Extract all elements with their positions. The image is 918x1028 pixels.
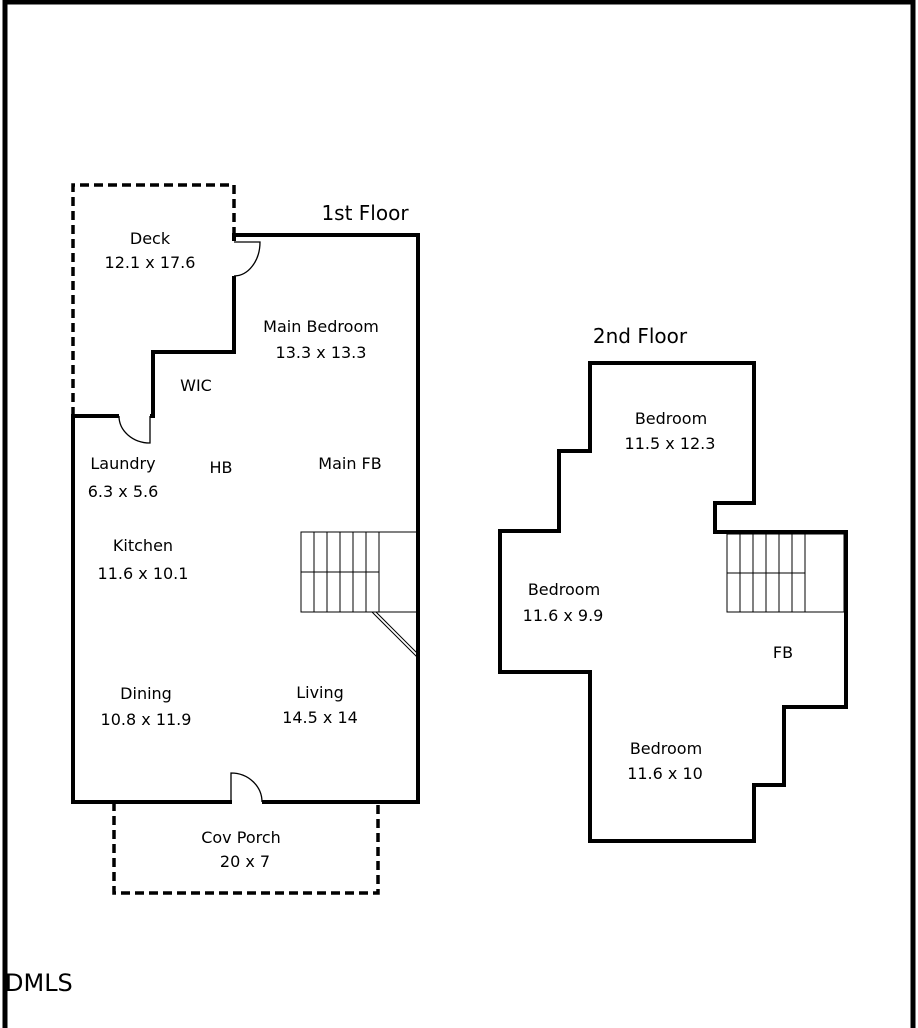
cov-porch-dims: 20 x 7 — [220, 852, 270, 871]
living-name: Living — [296, 683, 344, 702]
deck-dims: 12.1 x 17.6 — [105, 253, 196, 272]
living-dims: 14.5 x 14 — [282, 708, 358, 727]
cov-porch-name: Cov Porch — [201, 828, 281, 847]
second-floor-walls — [498, 361, 848, 843]
kitchen-name: Kitchen — [113, 536, 173, 555]
bedroom-top-name: Bedroom — [635, 409, 707, 428]
bedroom-left-dims: 11.6 x 9.9 — [523, 606, 604, 625]
second-floor-plan: 2nd Floor Bedroom 11.5 x 12.3 Bedroom 11… — [498, 324, 848, 843]
main-fb-name: Main FB — [318, 454, 381, 473]
bedroom-bottom-name: Bedroom — [630, 739, 702, 758]
dining-dims: 10.8 x 11.9 — [101, 710, 192, 729]
deck-door-swing — [233, 241, 261, 277]
bedroom-bottom-dims: 11.6 x 10 — [627, 764, 703, 783]
hb-name: HB — [209, 458, 232, 477]
fb-name: FB — [773, 643, 793, 662]
porch-outline — [112, 802, 380, 895]
first-floor-staircase — [300, 531, 419, 659]
main-bedroom-dims: 13.3 x 13.3 — [276, 343, 367, 362]
second-floor-title: 2nd Floor — [593, 324, 688, 348]
laundry-dims: 6.3 x 5.6 — [88, 482, 159, 501]
laundry-name: Laundry — [90, 454, 155, 473]
deck-outline — [71, 183, 236, 416]
main-bedroom-name: Main Bedroom — [263, 317, 379, 336]
bedroom-top-dims: 11.5 x 12.3 — [625, 434, 716, 453]
laundry-door-swing — [118, 415, 151, 444]
second-floor-staircase — [726, 533, 845, 613]
first-floor-plan: 1st Floor Deck 12.1 x 17.6 Main Bedroom … — [71, 183, 420, 895]
first-floor-title: 1st Floor — [321, 201, 409, 225]
bedroom-left-name: Bedroom — [528, 580, 600, 599]
dining-name: Dining — [120, 684, 172, 703]
wic-name: WIC — [180, 376, 212, 395]
dmls-watermark: DMLS — [5, 969, 73, 997]
kitchen-dims: 11.6 x 10.1 — [98, 564, 189, 583]
front-door-swing — [230, 772, 263, 803]
deck-name: Deck — [130, 229, 171, 248]
first-floor-walls — [71, 233, 420, 804]
